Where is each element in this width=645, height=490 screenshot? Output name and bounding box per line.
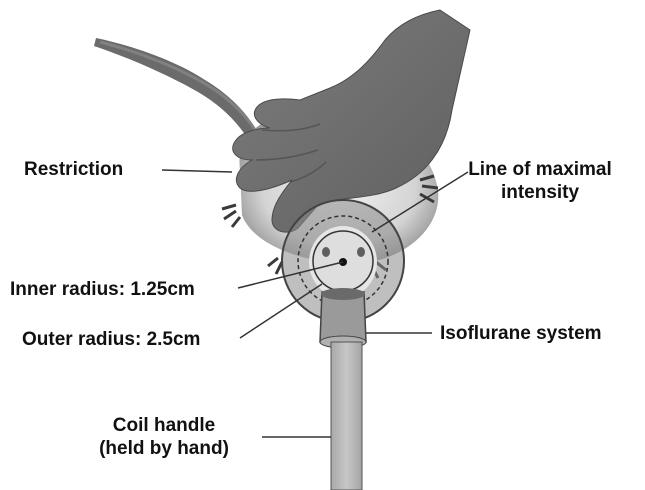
rat-tail: [94, 38, 262, 146]
coil-handle-line2: (held by hand): [66, 437, 262, 460]
line-of-maximal-intensity-line1: Line of maximal: [452, 158, 628, 181]
line-of-maximal-intensity-line2: intensity: [452, 181, 628, 204]
outer-radius-label: Outer radius: 2.5cm: [22, 328, 200, 351]
isoflurane-system-label: Isoflurane system: [440, 322, 602, 345]
rat-paw-left: [222, 205, 240, 227]
isoflurane-cone-top: [321, 288, 365, 300]
line-of-maximal-intensity-label: Line of maximal intensity: [452, 158, 628, 204]
coil-handle-label: Coil handle (held by hand): [66, 414, 262, 460]
inner-radius-label: Inner radius: 1.25cm: [10, 278, 195, 301]
restriction-leader: [162, 170, 232, 172]
coil-handle: [331, 342, 362, 490]
coil-handle-line1: Coil handle: [66, 414, 262, 437]
restriction-label: Restriction: [24, 158, 123, 181]
